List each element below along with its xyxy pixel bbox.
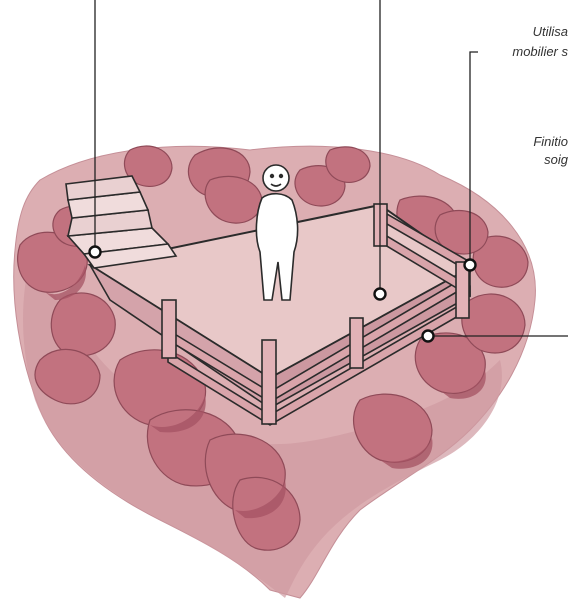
- callout-point-railing-side: [423, 331, 434, 342]
- annotation-utilisa: Utilisa: [533, 24, 568, 40]
- annotation-mobilier: mobilier s: [512, 44, 568, 60]
- callout-point-stairs: [90, 247, 101, 258]
- annotation-finitio: Finitio: [533, 134, 568, 150]
- callout-point-platform: [375, 289, 386, 300]
- callout-point-railing-corner: [465, 260, 476, 271]
- annotation-soig: soig: [544, 152, 568, 168]
